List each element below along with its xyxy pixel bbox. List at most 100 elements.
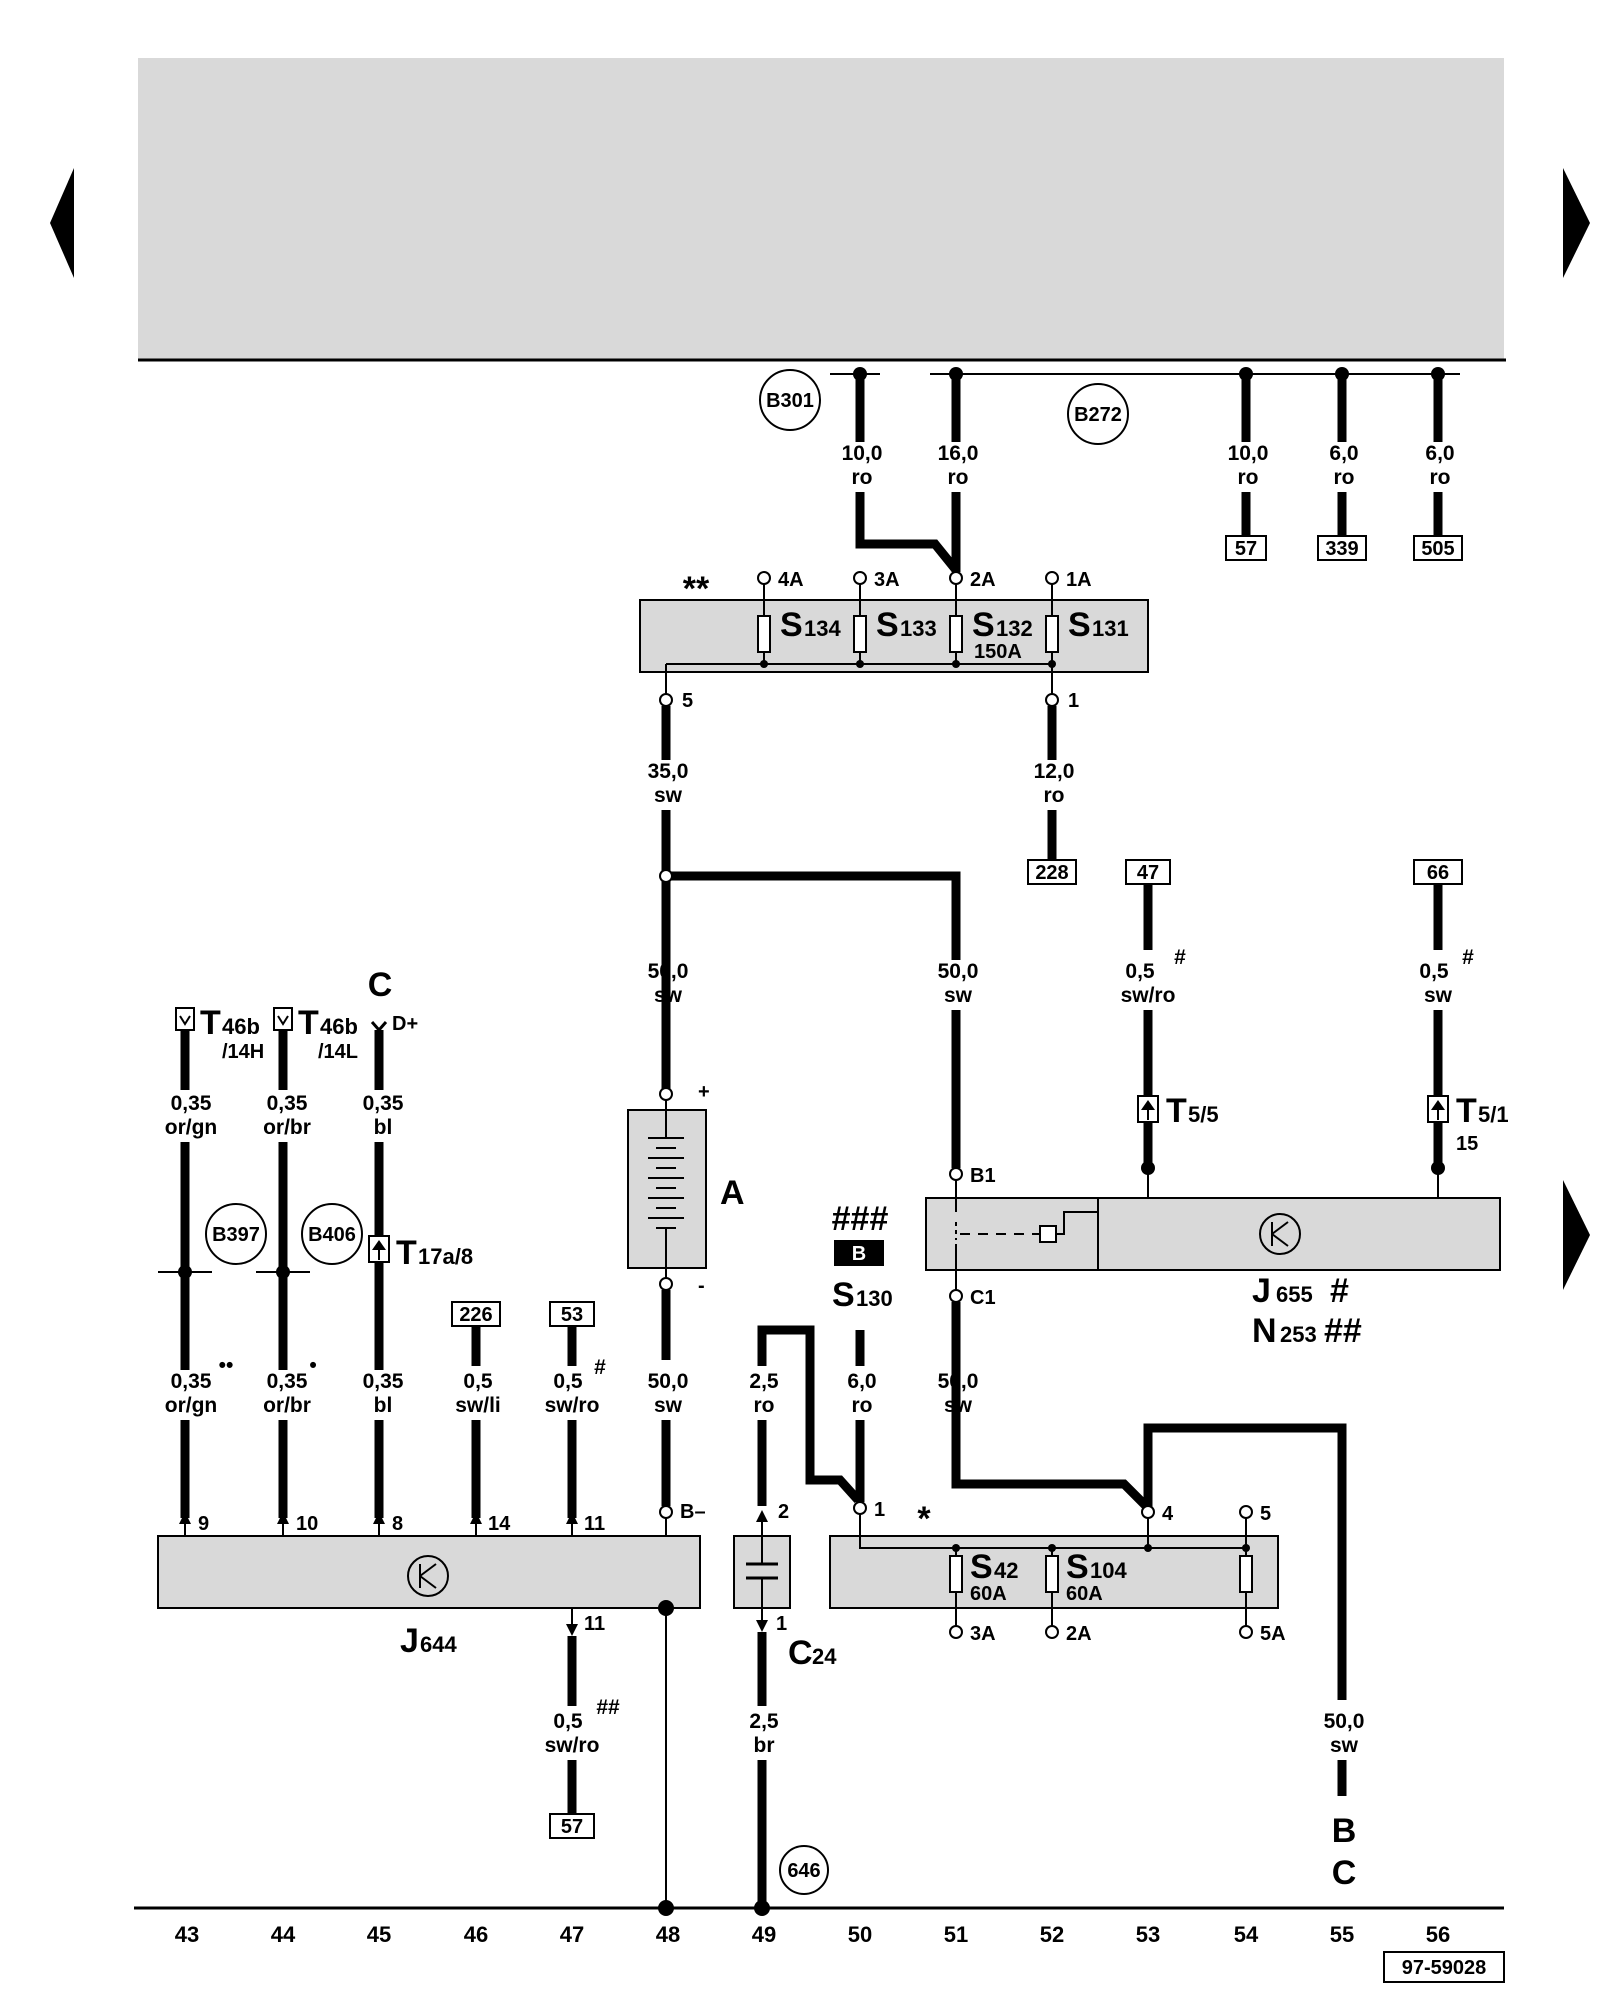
svg-text:0,5: 0,5	[553, 1710, 583, 1733]
svg-text:sw/ro: sw/ro	[1121, 984, 1176, 1007]
svg-text:T: T	[200, 1004, 221, 1042]
svg-text:bl: bl	[374, 1116, 393, 1139]
svg-text:S: S	[1066, 1548, 1089, 1586]
control-unit-j644: 9 10 8 14 11 B– J 644	[157, 1501, 706, 1660]
svg-text:B: B	[1332, 1812, 1357, 1850]
svg-text:0,35: 0,35	[363, 1370, 404, 1393]
fuse-block-bottom: * 1 4 5	[829, 1499, 1286, 1645]
svg-text:10,0: 10,0	[1228, 442, 1269, 465]
svg-text:1: 1	[874, 1499, 885, 1521]
svg-text:14: 14	[488, 1513, 511, 1535]
prev-page-arrow-icon[interactable]	[50, 168, 74, 278]
svg-text:#: #	[1174, 946, 1186, 969]
svg-text:+: +	[698, 1081, 710, 1103]
svg-text:ro: ro	[1044, 784, 1065, 807]
svg-text:T: T	[298, 1004, 319, 1042]
svg-text:ro: ro	[852, 466, 873, 489]
svg-text:bl: bl	[374, 1394, 393, 1417]
svg-text:S: S	[970, 1548, 993, 1586]
svg-text:10: 10	[296, 1513, 318, 1535]
connector-t46b-14l: T 46b /14L 0,35 or/br	[256, 1004, 358, 1370]
svg-text:••: ••	[219, 1354, 234, 1377]
next-section-arrow-icon[interactable]	[1563, 1180, 1590, 1290]
svg-text:4A: 4A	[778, 569, 804, 591]
svg-text:ro: ro	[1430, 466, 1451, 489]
svg-text:104: 104	[1090, 1558, 1127, 1583]
svg-text:•: •	[309, 1354, 316, 1377]
svg-text:49: 49	[752, 1922, 776, 1947]
wire-53-to-55	[1143, 1423, 1347, 1700]
svg-text:sw: sw	[1330, 1734, 1359, 1757]
svg-text:5: 5	[682, 690, 693, 712]
svg-text:53: 53	[1136, 1922, 1160, 1947]
svg-text:sw/ro: sw/ro	[545, 1394, 600, 1417]
ground-ref-b406: B406	[301, 1203, 363, 1265]
svg-text:N: N	[1252, 1312, 1277, 1350]
svg-text:sw/li: sw/li	[455, 1394, 501, 1417]
svg-text:or/br: or/br	[263, 1116, 311, 1139]
j644-output-wire: 11 0,5 ## sw/ro 57	[545, 1608, 620, 1839]
svg-text:5A: 5A	[1260, 1623, 1286, 1645]
wire-t5-1: 66 0,5 # sw T 5/1 15	[1413, 859, 1509, 1175]
svg-text:644: 644	[420, 1632, 457, 1657]
svg-text:2A: 2A	[970, 569, 996, 591]
svg-text:50,0: 50,0	[938, 960, 979, 983]
svg-text:sw: sw	[944, 984, 973, 1007]
svg-text:50,0: 50,0	[1324, 1710, 1365, 1733]
svg-text:ro: ro	[754, 1394, 775, 1417]
svg-text:B1: B1	[970, 1165, 996, 1187]
next-page-arrow-icon[interactable]	[1563, 168, 1590, 278]
svg-text:2A: 2A	[1066, 1623, 1092, 1645]
svg-text:0,35: 0,35	[267, 1370, 308, 1393]
svg-text:###: ###	[832, 1200, 889, 1238]
fuse-block-top: ** 4A 3A	[639, 569, 1149, 712]
svg-text:br: br	[754, 1734, 775, 1757]
wire-35-sw: 35,0 sw	[648, 706, 961, 1090]
svg-text:S: S	[876, 606, 899, 644]
svg-text:5/5: 5/5	[1188, 1102, 1219, 1127]
svg-text:-: -	[698, 1275, 705, 1297]
svg-text:51: 51	[944, 1922, 968, 1947]
svg-text:C: C	[1332, 1854, 1357, 1892]
svg-text:0,35: 0,35	[171, 1092, 212, 1115]
svg-text:132: 132	[996, 616, 1033, 641]
svg-text:11: 11	[584, 1513, 605, 1535]
svg-text:sw: sw	[654, 1394, 683, 1417]
svg-text:226: 226	[459, 1304, 492, 1326]
svg-text:B–: B–	[680, 1501, 706, 1523]
svg-text:0,5: 0,5	[1419, 960, 1449, 983]
svg-text:5: 5	[1260, 1503, 1271, 1525]
svg-text:66: 66	[1427, 862, 1449, 884]
wire-col-46: 226 0,5 sw/li	[451, 1301, 501, 1518]
svg-text:131: 131	[1092, 616, 1129, 641]
wire-12-ro: 12,0 ro 228	[1027, 706, 1077, 885]
svg-text:50,0: 50,0	[938, 1370, 979, 1393]
svg-text:50: 50	[848, 1922, 872, 1947]
svg-text:S: S	[1068, 606, 1091, 644]
svg-text:3A: 3A	[970, 1623, 996, 1645]
svg-text:T: T	[396, 1234, 417, 1272]
fuse-s130: ### B S 130 6,0 ro	[832, 1200, 893, 1502]
wire-col-47: 53 0,5 # sw/ro	[545, 1301, 606, 1518]
svg-text:6,0: 6,0	[1425, 442, 1454, 465]
wire-51-to-53	[951, 1302, 1152, 1512]
svg-text:S: S	[832, 1276, 855, 1314]
svg-text:J: J	[400, 1622, 419, 1660]
svg-text:47: 47	[1137, 862, 1159, 884]
svg-text:46: 46	[464, 1922, 488, 1947]
wire-c24-to-fuse	[757, 1325, 862, 1504]
svg-text:##: ##	[596, 1696, 620, 1719]
ground-ref-b397: B397	[205, 1203, 267, 1265]
svg-text:B397: B397	[212, 1224, 260, 1246]
svg-text:ro: ro	[948, 466, 969, 489]
svg-text:B: B	[852, 1243, 866, 1265]
svg-text:/14L: /14L	[318, 1041, 358, 1063]
top-wire-1: 10,0 ro	[842, 367, 882, 489]
svg-text:253: 253	[1280, 1322, 1317, 1347]
svg-text:#: #	[594, 1356, 606, 1379]
svg-text:60A: 60A	[1066, 1583, 1103, 1605]
svg-text:*: *	[917, 1500, 931, 1538]
svg-text:228: 228	[1035, 862, 1068, 884]
svg-text:16,0: 16,0	[938, 442, 979, 465]
column-numbers: 43 44 45 46 47 48 49 50 51 52 53 54 55 5…	[175, 1922, 1450, 1947]
